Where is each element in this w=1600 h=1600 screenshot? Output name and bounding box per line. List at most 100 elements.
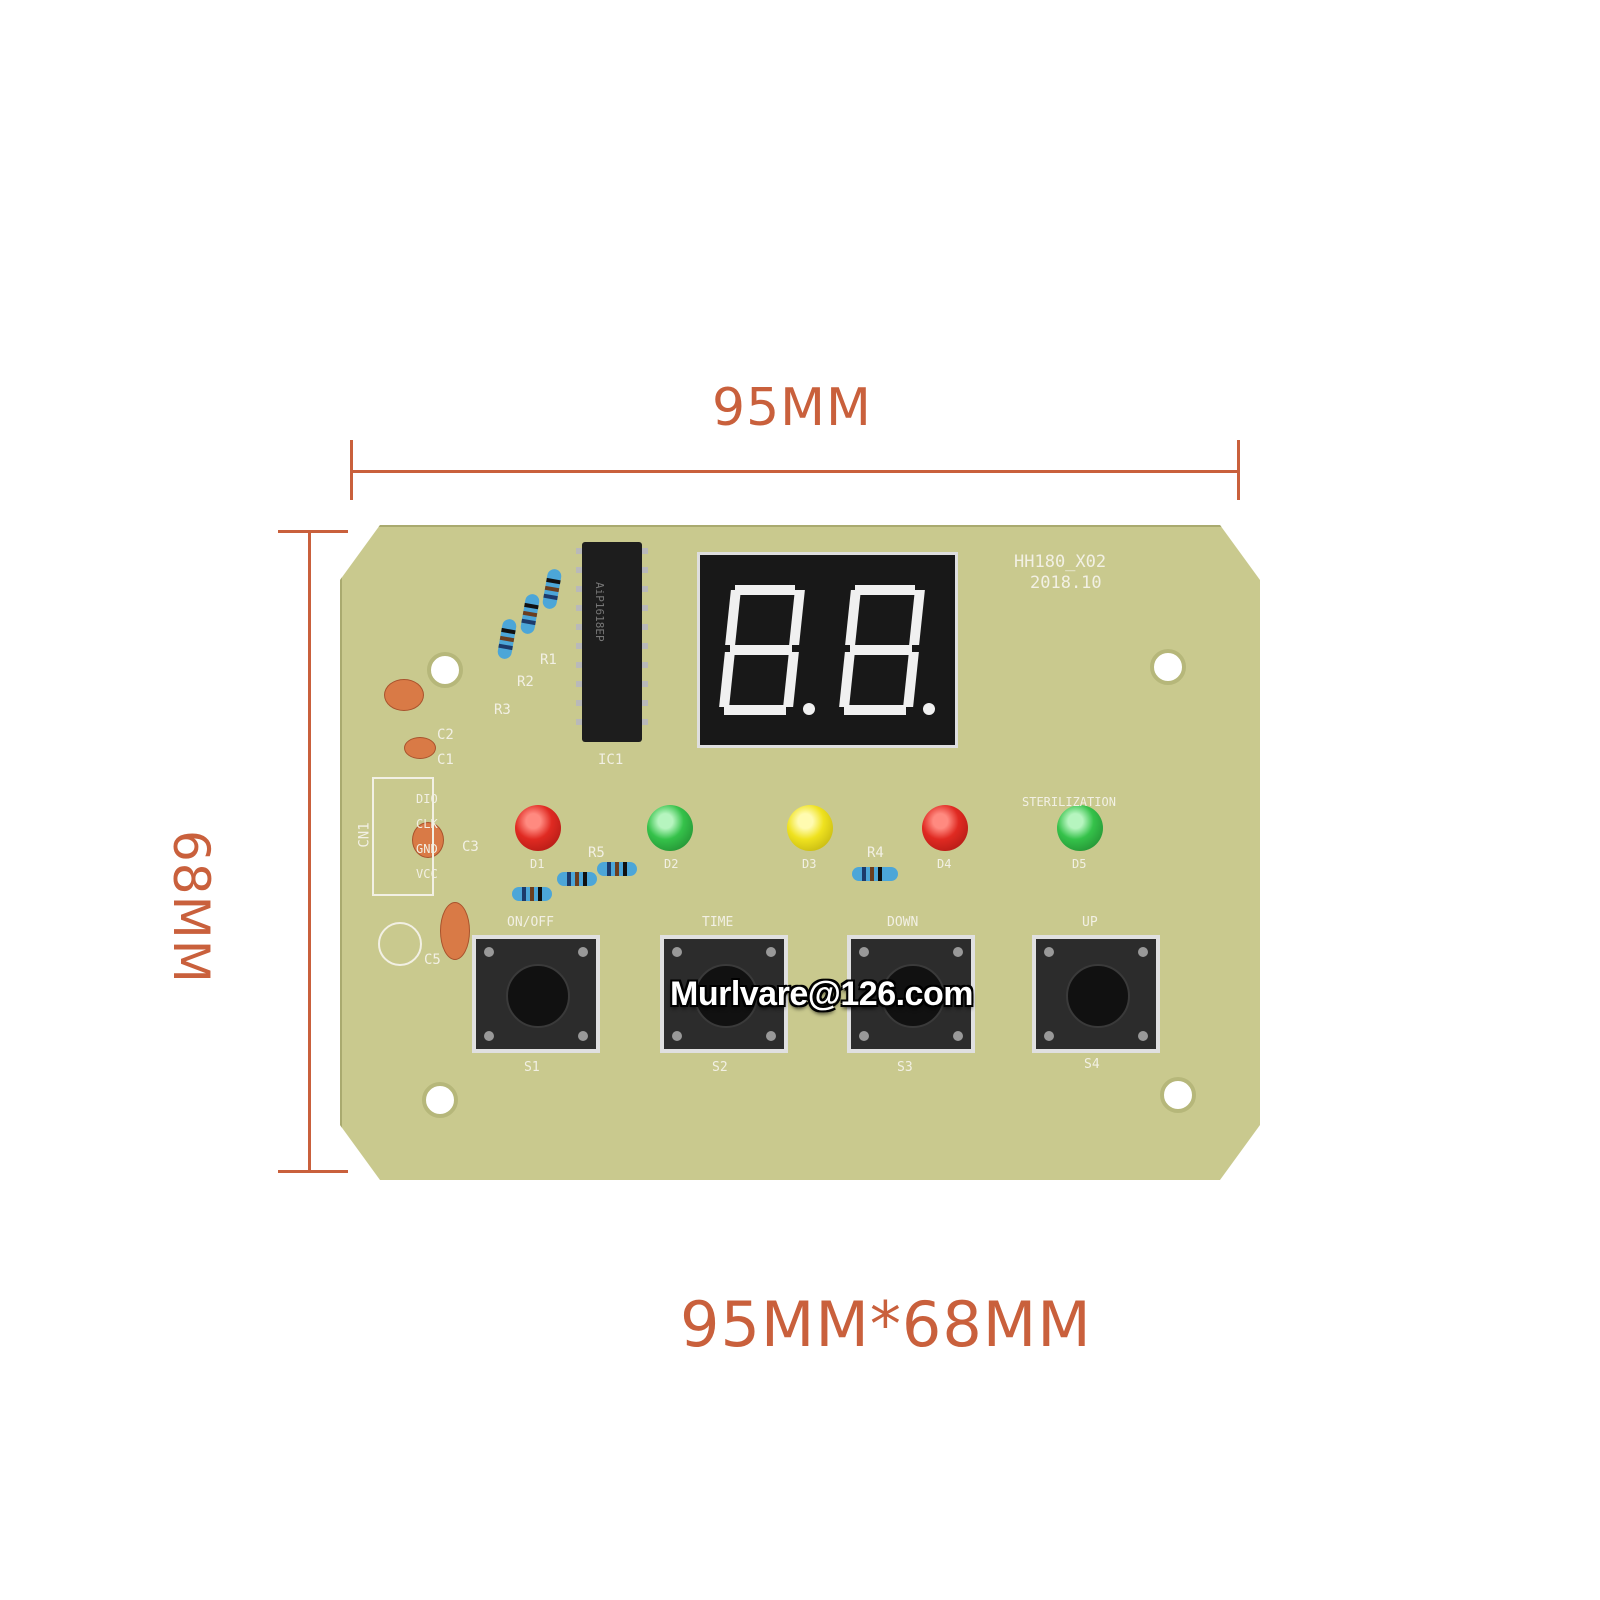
switch-rivet bbox=[953, 947, 963, 957]
capacitor-label: C5 bbox=[424, 952, 441, 968]
display-decimal-point bbox=[923, 703, 935, 715]
display-segment bbox=[783, 652, 799, 707]
tactile-switch[interactable] bbox=[1032, 935, 1160, 1053]
switch-rivet bbox=[766, 1031, 776, 1041]
capacitor bbox=[404, 737, 436, 759]
height-dimension-tick-top bbox=[278, 530, 348, 533]
switch-designator: S4 bbox=[1084, 1057, 1100, 1072]
tactile-switch[interactable] bbox=[660, 935, 788, 1053]
led-designator: D5 bbox=[1072, 857, 1087, 871]
display-segment bbox=[724, 705, 786, 715]
resistor bbox=[496, 618, 518, 660]
connector-pin-label: GND bbox=[416, 842, 438, 856]
display-segment bbox=[855, 585, 915, 595]
led-yellow bbox=[787, 805, 833, 851]
capacitor-footprint bbox=[378, 922, 422, 966]
switch-rivet bbox=[1044, 947, 1054, 957]
seven-segment-display bbox=[697, 552, 958, 748]
switch-rivet bbox=[1044, 1031, 1054, 1041]
switch-designator: S2 bbox=[712, 1060, 728, 1075]
size-caption: 95MM*68MM bbox=[680, 1288, 1092, 1361]
led-designator: D4 bbox=[937, 857, 952, 871]
display-segment bbox=[735, 585, 795, 595]
switch-rivet bbox=[1138, 1031, 1148, 1041]
width-dimension-label: 95MM bbox=[712, 378, 872, 438]
display-segment bbox=[845, 590, 861, 645]
tactile-switch[interactable] bbox=[472, 935, 600, 1053]
connector-pin-label: CLK bbox=[416, 817, 438, 831]
resistor bbox=[597, 862, 637, 876]
switch-label: ON/OFF bbox=[507, 915, 554, 930]
switch-rivet bbox=[859, 1031, 869, 1041]
switch-rivet bbox=[672, 1031, 682, 1041]
switch-rivet bbox=[766, 947, 776, 957]
display-segment bbox=[839, 652, 855, 707]
height-dimension-line bbox=[308, 530, 311, 1170]
switch-knob[interactable] bbox=[1066, 964, 1130, 1028]
switch-designator: S3 bbox=[897, 1060, 913, 1075]
switch-rivet bbox=[484, 947, 494, 957]
tactile-switch[interactable] bbox=[847, 935, 975, 1053]
mounting-hole bbox=[1150, 649, 1186, 685]
display-segment bbox=[725, 590, 741, 645]
display-segment bbox=[844, 705, 906, 715]
capacitor-label: C1 bbox=[437, 752, 454, 768]
display-segment bbox=[730, 645, 792, 655]
width-dimension-tick-left bbox=[350, 440, 353, 500]
display-segment bbox=[903, 652, 919, 707]
mounting-hole bbox=[422, 1082, 458, 1118]
ic-chip: AiP1618EP bbox=[576, 542, 648, 742]
width-dimension-line bbox=[350, 470, 1240, 473]
led-designator: D1 bbox=[530, 857, 545, 871]
resistor-label: R2 bbox=[517, 674, 534, 690]
watermark-email: Murlvare@126.com bbox=[670, 975, 973, 1013]
ic-designator: IC1 bbox=[598, 752, 624, 768]
led-function-label: STERILIZATION bbox=[1022, 795, 1116, 809]
resistor-label: R3 bbox=[494, 702, 511, 718]
led-red bbox=[515, 805, 561, 851]
ic-marking: AiP1618EP bbox=[593, 582, 606, 642]
mounting-hole bbox=[427, 652, 463, 688]
switch-rivet bbox=[578, 947, 588, 957]
connector-designator: CN1 bbox=[356, 822, 373, 848]
led-designator: D3 bbox=[802, 857, 817, 871]
switch-label: TIME bbox=[702, 915, 734, 930]
switch-knob[interactable] bbox=[694, 964, 758, 1028]
display-segment bbox=[909, 590, 925, 645]
capacitor bbox=[384, 679, 424, 711]
led-green bbox=[647, 805, 693, 851]
switch-rivet bbox=[672, 947, 682, 957]
resistor bbox=[541, 568, 563, 610]
resistor bbox=[519, 593, 541, 635]
height-dimension-label: 68MM bbox=[162, 830, 220, 984]
capacitor bbox=[440, 902, 470, 960]
connector-pin-label: DIO bbox=[416, 792, 438, 806]
height-dimension-tick-bottom bbox=[278, 1170, 348, 1173]
resistor bbox=[557, 872, 597, 886]
resistor-label: R4 bbox=[867, 845, 884, 861]
led-red bbox=[922, 805, 968, 851]
width-dimension-tick-right bbox=[1237, 440, 1240, 500]
resistor-label: R5 bbox=[588, 845, 605, 861]
connector-pin-label: VCC bbox=[416, 867, 438, 881]
display-segment bbox=[789, 590, 805, 645]
capacitor bbox=[412, 822, 444, 858]
switch-rivet bbox=[859, 947, 869, 957]
switch-knob[interactable] bbox=[506, 964, 570, 1028]
switch-rivet bbox=[953, 1031, 963, 1041]
display-segment bbox=[850, 645, 912, 655]
board-date: 2018.10 bbox=[1030, 573, 1102, 593]
capacitor-label: C2 bbox=[437, 727, 454, 743]
switch-designator: S1 bbox=[524, 1060, 540, 1075]
capacitor-label: C3 bbox=[462, 839, 479, 855]
connector-outline bbox=[372, 777, 434, 896]
display-decimal-point bbox=[803, 703, 815, 715]
resistor bbox=[512, 887, 552, 901]
switch-knob[interactable] bbox=[881, 964, 945, 1028]
ic-pins-left bbox=[576, 548, 582, 736]
resistor bbox=[852, 867, 898, 881]
switch-label: UP bbox=[1082, 915, 1098, 930]
switch-rivet bbox=[484, 1031, 494, 1041]
mounting-hole bbox=[1160, 1077, 1196, 1113]
led-designator: D2 bbox=[664, 857, 679, 871]
